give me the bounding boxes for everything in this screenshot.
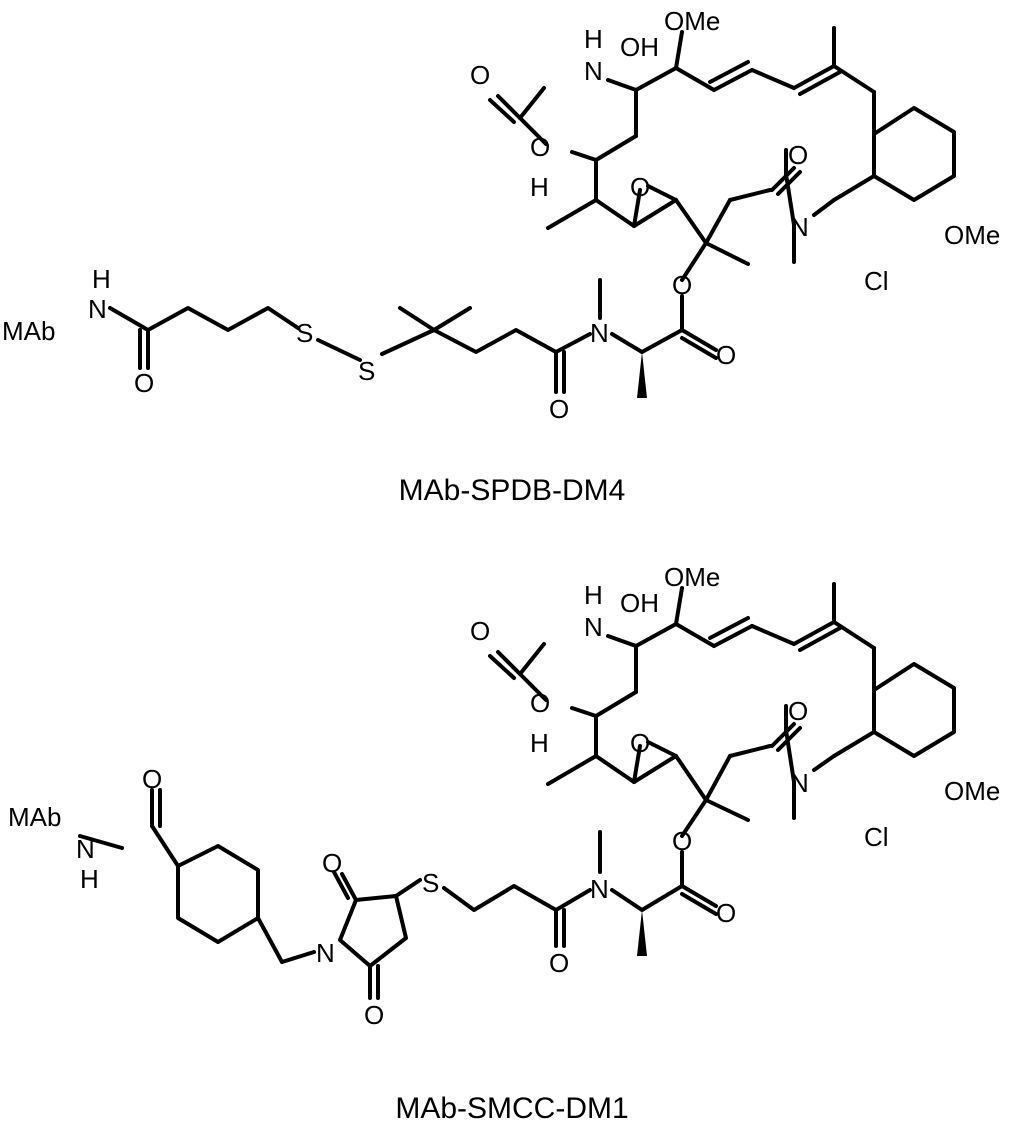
carbamate-n-label: N xyxy=(584,56,603,86)
carbamate-exo-o-label: O xyxy=(470,60,490,90)
ome-top-label: OMe xyxy=(664,562,720,592)
thioether-s-label: S xyxy=(422,868,439,898)
lactam-n-label: N xyxy=(790,212,809,242)
carbamate-h-label: H xyxy=(584,24,603,54)
ome-aryl-label: OMe xyxy=(944,220,1000,250)
amide-n-label: N xyxy=(76,834,95,864)
epoxide-o-label: O xyxy=(630,172,650,202)
amide2-o-label: O xyxy=(549,948,569,978)
amide-o-label: O xyxy=(142,764,162,794)
caption-spdb-dm4: MAb-SPDB-DM4 xyxy=(399,474,626,507)
mab-label: MAb xyxy=(2,316,55,346)
chloro-label: Cl xyxy=(864,266,889,296)
smcc-core-bonds xyxy=(488,582,956,838)
chloro-label: Cl xyxy=(864,822,889,852)
oh-label: OH xyxy=(620,32,659,62)
disulfide-s2-label: S xyxy=(358,356,375,386)
spdb-atom-labels: MAb N H O S S N O O O OMe OH H N O O H O… xyxy=(2,6,1000,424)
amide2-o-label: O xyxy=(549,394,569,424)
spdb-core-bonds xyxy=(488,26,956,282)
structure-spdb-dm4: MAb N H O S S N O O O OMe OH H N O O H O… xyxy=(2,6,1000,507)
epoxide-o-label: O xyxy=(630,728,650,758)
oh-label: OH xyxy=(620,588,659,618)
ester-carbonyl-o-label: O xyxy=(716,898,736,928)
n-methyl-label: N xyxy=(590,318,609,348)
amide-h-label: H xyxy=(92,264,111,294)
carbamate-exo-o-label: O xyxy=(470,616,490,646)
lactam-n-label: N xyxy=(790,768,809,798)
imide-n-label: N xyxy=(316,938,335,968)
h-stereo-label: H xyxy=(530,728,549,758)
smcc-atom-labels: MAb N H O O N O S N O O O OMe OH H N O O… xyxy=(8,562,1000,1030)
imide-o-bottom-label: O xyxy=(364,1000,384,1030)
lactam-o-label: O xyxy=(788,140,808,170)
carbamate-ring-o-label: O xyxy=(530,132,550,162)
h-stereo-label: H xyxy=(530,172,549,202)
n-methyl-label: N xyxy=(590,874,609,904)
carbamate-n-label: N xyxy=(584,612,603,642)
structure-smcc-dm1: MAb N H O O N O S N O O O OMe OH H N O O… xyxy=(8,562,1000,1125)
mab-label: MAb xyxy=(8,802,61,832)
ome-top-label: OMe xyxy=(664,6,720,36)
imide-o-top-label: O xyxy=(322,848,342,878)
carbamate-h-label: H xyxy=(584,580,603,610)
disulfide-s1-label: S xyxy=(296,318,313,348)
smcc-linker-bonds xyxy=(78,788,718,1000)
amide-n-label: N xyxy=(88,294,107,324)
carbamate-ring-o-label: O xyxy=(530,688,550,718)
ester-o-label: O xyxy=(672,270,692,300)
amide-h-label: H xyxy=(80,864,99,894)
ome-aryl-label: OMe xyxy=(944,776,1000,806)
caption-smcc-dm1: MAb-SMCC-DM1 xyxy=(395,1092,628,1125)
amide-o-label: O xyxy=(134,368,154,398)
ester-o-label: O xyxy=(672,826,692,856)
spdb-linker-bonds xyxy=(108,278,718,398)
lactam-o-label: O xyxy=(788,696,808,726)
ester-carbonyl-o-label: O xyxy=(716,340,736,370)
